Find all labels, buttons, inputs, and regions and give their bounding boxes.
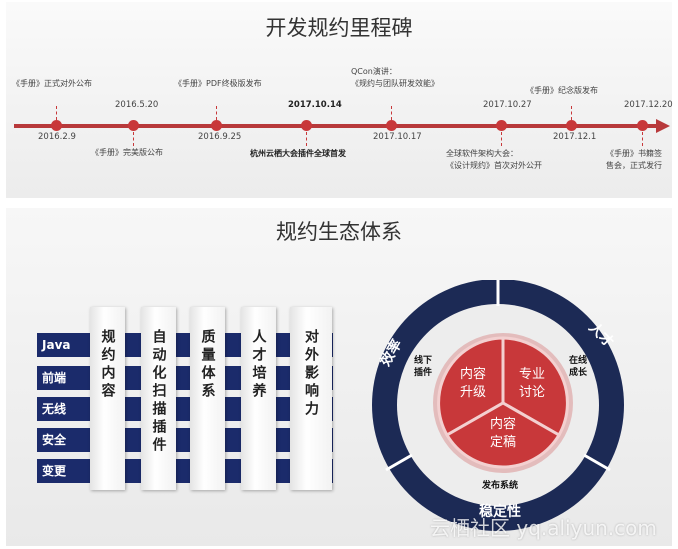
ecosystem-column-label: 规约内容: [99, 329, 116, 401]
pie-label-upgrade: 内容升级: [459, 367, 486, 400]
inner-right-label: 在线成长: [568, 356, 587, 378]
pie: [433, 333, 573, 473]
milestone-text-line: 售会，正式发行: [606, 161, 662, 170]
milestone-stem: [306, 132, 307, 146]
ecosystem-title: 规约生态体系: [276, 220, 402, 244]
milestone-text-line: 《设计规约》首次对外公开: [446, 161, 542, 170]
timeline-arrow-icon: [656, 119, 670, 133]
milestone-text-line: 《手册》书籍签: [606, 149, 662, 158]
ecosystem-column-label: 自动化扫描插件: [150, 329, 167, 455]
milestone-text-line: 《手册》完美版公布: [91, 148, 163, 157]
milestone-text: 《手册》纪念版发布: [526, 85, 598, 97]
milestone-dot: [386, 120, 397, 131]
milestone-dot: [211, 120, 222, 131]
milestone-date: 2017.12.1: [553, 132, 597, 142]
milestone-stem: [642, 132, 643, 146]
milestone-text: 《手册》完美版公布: [91, 147, 163, 159]
milestone-date: 2016.5.20: [115, 100, 159, 110]
milestone-text-line: 《规约与团队研发效能》: [351, 79, 439, 88]
ecosystem-row-label: 前端: [42, 371, 67, 385]
ecosystem-column: 规约内容: [90, 307, 125, 490]
pie-slice-finalize: [444, 401, 562, 469]
milestone-text: 《手册》PDF终极版发布: [174, 78, 262, 90]
timeline-line: [14, 124, 659, 128]
milestone-stem: [56, 106, 57, 120]
milestone-dot: [637, 120, 648, 131]
milestone-stem: [391, 106, 392, 120]
milestone-text: 杭州云栖大会插件全球首发: [250, 148, 346, 160]
ecosystem-column-label: 人才培养: [250, 329, 267, 401]
ecosystem-row-label: 安全: [42, 433, 67, 447]
ecosystem-row: [37, 366, 333, 390]
ecosystem-diagram: 发布系统 效率 人才 稳定性: [372, 280, 624, 531]
milestone-text-line: 《手册》PDF终极版发布: [174, 79, 262, 88]
milestone-title: 开发规约里程碑: [265, 16, 413, 40]
ecosystem-row: [37, 397, 333, 421]
milestone-stem: [216, 106, 217, 120]
milestone-dot: [496, 120, 507, 131]
milestone-date: 2017.10.27: [483, 100, 532, 110]
ecosystem-column-label: 质量体系: [199, 329, 216, 401]
milestone-date: 2017.10.14: [288, 100, 342, 110]
milestone-text: QCon演讲： 《规约与团队研发效能》: [351, 66, 439, 90]
pie-label-finalize: 内容定稿: [489, 417, 516, 450]
milestone-stem: [133, 132, 134, 146]
inner-left-label: 线下插件: [413, 356, 432, 378]
milestone-text-line: 全球软件架构大会：: [446, 149, 518, 158]
milestone-date: 2016.2.9: [38, 132, 76, 142]
milestone-stem: [501, 132, 502, 146]
pie-label-discussion: 专业讨论: [518, 367, 545, 400]
milestone-text: 全球软件架构大会： 《设计规约》首次对外公开: [446, 148, 542, 172]
ecosystem-row: [37, 459, 333, 483]
milestone-dot: [51, 120, 62, 131]
ring-bottom-label: 稳定性: [479, 503, 521, 520]
milestone-text-line: QCon演讲：: [351, 67, 397, 76]
milestone-text-line: 杭州云栖大会插件全球首发: [250, 149, 346, 158]
inner-bottom: 发布系统: [481, 479, 518, 491]
watermark: 云栖社区 yq.aliyun.com: [430, 516, 657, 540]
milestone-panel: 开发规约里程碑 2016.2.9 《手册》正式对外公布 2016.5.20 《手册》完…: [6, 2, 673, 198]
milestone-dot: [128, 120, 139, 131]
ecosystem-column: 质量体系: [190, 307, 225, 490]
milestone-stem: [571, 106, 572, 120]
ecosystem-column: 自动化扫描插件: [141, 307, 176, 490]
ecosystem-column: 对外影响力: [290, 307, 332, 490]
ecosystem-row: [37, 333, 333, 357]
ecosystem-row-label: Java: [42, 338, 71, 352]
milestone-dot: [301, 120, 312, 131]
milestone-text: 《手册》书籍签售会，正式发行: [606, 148, 662, 172]
milestone-date: 2016.9.25: [198, 132, 242, 142]
milestone-dot: [566, 120, 577, 131]
ecosystem-row-label: 无线: [42, 402, 67, 416]
ecosystem-column: 人才培养: [241, 307, 276, 490]
ecosystem-column-label: 对外影响力: [303, 329, 319, 419]
milestone-text-line: 《手册》正式对外公布: [12, 79, 92, 88]
ecosystem-row: [37, 428, 333, 452]
milestone-text: 《手册》正式对外公布: [12, 78, 92, 90]
milestone-date: 2017.12.20: [624, 100, 673, 110]
milestone-date: 2017.10.17: [373, 132, 422, 142]
milestone-text-line: 《手册》纪念版发布: [526, 86, 598, 95]
ecosystem-row-label: 变更: [42, 464, 67, 478]
